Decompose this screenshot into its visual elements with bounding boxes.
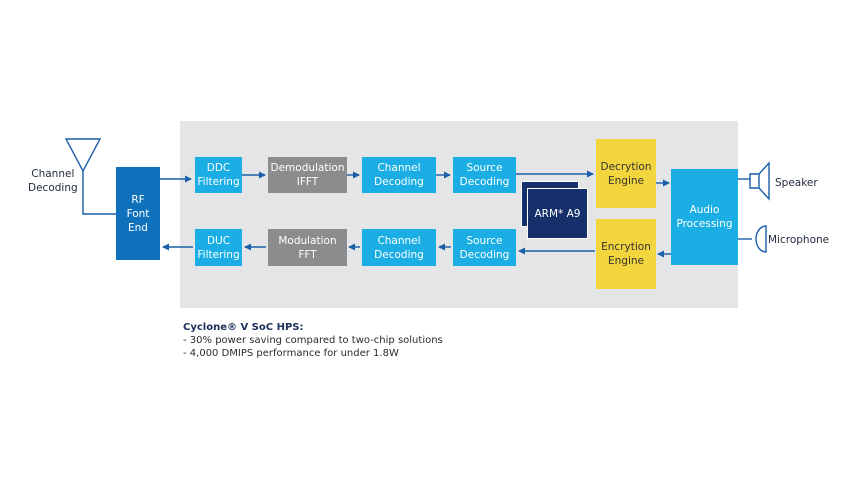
modulation-fft-block: Modulation FFT: [268, 229, 347, 266]
antenna-icon: [64, 138, 102, 173]
duc-filtering-block: DUC Filtering: [195, 229, 242, 266]
notes-item: - 30% power saving compared to two-chip …: [183, 335, 443, 346]
demodulation-ifft-block: Demodulation IFFT: [268, 157, 347, 193]
arm-a9-block: ARM* A9: [527, 188, 588, 239]
microphone-label: Microphone: [768, 234, 830, 246]
source-decoding-bottom-block: Source Decoding: [453, 229, 516, 266]
rf-front-end-block: RF Font End: [116, 167, 160, 260]
antenna-label: Channel Decoding: [28, 168, 78, 194]
source-decoding-top-block: Source Decoding: [453, 157, 516, 193]
channel-decoding-bottom-block: Channel Decoding: [362, 229, 436, 266]
antenna-feed-line: [82, 171, 116, 215]
microphone-icon: [755, 225, 767, 253]
decryption-engine-block: Decrytion Engine: [596, 139, 656, 208]
encryption-engine-block: Encrytion Engine: [596, 219, 656, 289]
notes-item: - 4,000 DMIPS performance for under 1.8W: [183, 348, 399, 359]
ddc-filtering-block: DDC Filtering: [195, 157, 242, 193]
channel-decoding-top-block: Channel Decoding: [362, 157, 436, 193]
notes-title: Cyclone® V SoC HPS:: [183, 322, 304, 333]
audio-processing-block: Audio Processing: [671, 169, 738, 265]
speaker-label: Speaker: [775, 177, 818, 189]
soc-notes: Cyclone® V SoC HPS: - 30% power saving c…: [183, 321, 603, 360]
